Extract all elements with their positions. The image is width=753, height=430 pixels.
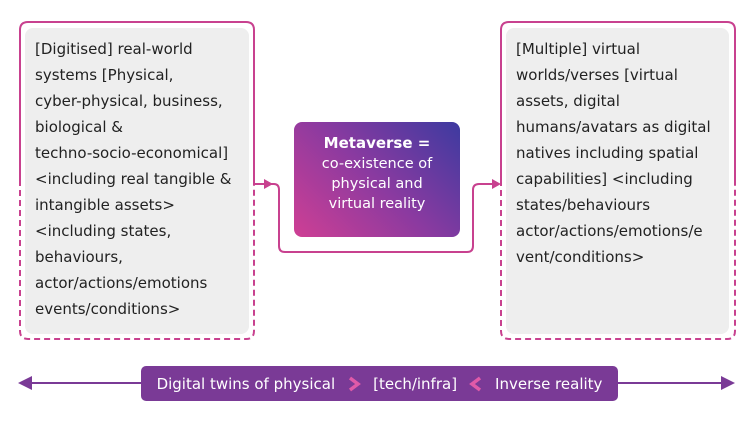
chevron-left-icon xyxy=(469,376,482,391)
right-box-solid-border xyxy=(500,21,736,180)
left-box-text: [Digitised] real-world systems [Physical… xyxy=(35,40,232,318)
bar-right-label: Inverse reality xyxy=(495,374,603,393)
bottom-bar: Digital twins of physical [tech/infra] I… xyxy=(141,366,618,401)
left-box xyxy=(19,21,255,340)
metaverse-title: Metaverse = xyxy=(323,134,431,152)
connector-arrowhead-right-icon xyxy=(492,179,501,189)
metaverse-description: co-existence of physical and virtual rea… xyxy=(321,156,433,212)
chevron-right-icon xyxy=(349,376,362,391)
arrow-left-icon xyxy=(18,376,32,390)
right-box-dashed-border xyxy=(500,180,736,340)
connector-line xyxy=(254,183,494,253)
metaverse-box: Metaverse = co-existence of physical and… xyxy=(294,122,460,237)
right-box-fill xyxy=(506,28,729,334)
left-box-solid-border xyxy=(19,21,255,180)
left-box-fill xyxy=(25,28,249,334)
arrow-right-icon xyxy=(721,376,735,390)
right-box-text: [Multiple] virtual worlds/verses [virtua… xyxy=(516,40,711,266)
right-box xyxy=(500,21,736,340)
left-box-dashed-border xyxy=(19,180,255,340)
connector-arrowhead-left-icon xyxy=(264,179,273,189)
bar-left-label: Digital twins of physical xyxy=(156,374,336,393)
bar-middle-label: [tech/infra] xyxy=(373,374,458,393)
